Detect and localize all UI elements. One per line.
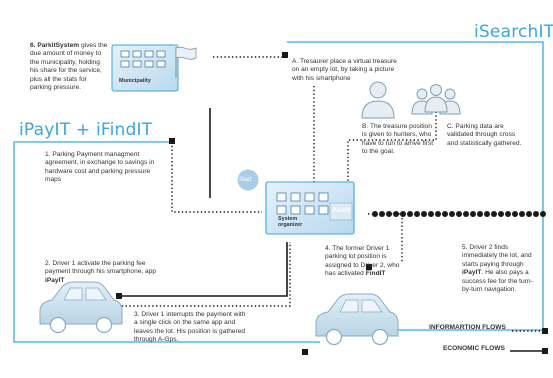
system-organizer-label: System organizer xyxy=(278,216,303,229)
terminal-square xyxy=(542,328,548,334)
municipality-label: Municipality xyxy=(119,78,151,84)
economic-flows xyxy=(118,108,544,352)
step-5-post: . He also pays a success fee for the tur… xyxy=(462,269,533,294)
driver1-car-icon xyxy=(39,281,123,334)
dot xyxy=(414,211,420,217)
dot xyxy=(421,211,427,217)
step-3-text: 3. Driver 1 interrupts the payment with … xyxy=(134,311,246,344)
hunters-crowd-icon xyxy=(411,84,461,115)
dot xyxy=(407,211,413,217)
step-5-pre: 5. Driver 2 finds immediately the lot, a… xyxy=(462,244,532,268)
dot xyxy=(512,211,518,217)
step-5-bold: iPayIT xyxy=(462,269,482,277)
dot xyxy=(505,211,511,217)
step-4-text: 4. The former Driver 1 parking lot posit… xyxy=(325,245,409,279)
isearchit-heading: iSearchIT xyxy=(474,22,553,42)
terminal-square xyxy=(366,264,372,270)
parkit-logo: ParkIt xyxy=(332,207,351,214)
terminal-square xyxy=(282,52,288,58)
step-a-text: A. Tresaurer place a virtual treasure on… xyxy=(292,58,397,82)
terminal-square xyxy=(542,348,548,354)
treasurer-person-icon xyxy=(361,81,395,119)
flow-ifindit-to-organizer xyxy=(171,142,262,213)
dot xyxy=(491,211,497,217)
dot xyxy=(442,211,448,217)
dot xyxy=(540,211,546,217)
flow-driver1-to-organizer xyxy=(118,242,291,307)
flow-terminals xyxy=(116,52,548,355)
dot xyxy=(435,211,441,217)
step-6-text: 6. ParkitSystem gives the due amount of … xyxy=(30,42,108,92)
dot xyxy=(400,211,406,217)
dot xyxy=(533,211,539,217)
dot xyxy=(477,211,483,217)
dot xyxy=(484,211,490,217)
dot xyxy=(456,211,462,217)
driver2-car-icon xyxy=(315,293,399,346)
step-5-text: 5. Driver 2 finds immediately the lot, a… xyxy=(462,244,540,294)
dot xyxy=(470,211,476,217)
step-2-text: 2. Driver 1 activate the parking fee pay… xyxy=(45,260,160,285)
flow-driver1-pay xyxy=(118,242,288,297)
step-4-rest: 4. The former Driver 1 parking lot posit… xyxy=(325,245,400,278)
dot xyxy=(526,211,532,217)
dot xyxy=(498,211,504,217)
dot xyxy=(386,211,392,217)
step-6-bold: 6. ParkitSystem xyxy=(30,42,80,49)
flow-crowd-to-organizer xyxy=(347,104,437,192)
step-6-rest: gives the due amount of money to the mun… xyxy=(30,42,108,92)
start-node xyxy=(237,169,259,191)
step-c-text: C. Parking data are validated through cr… xyxy=(447,123,522,147)
step-4-bold: FindIT xyxy=(365,270,386,278)
dot xyxy=(463,211,469,217)
step-b-text: B. The treasure position is given to hun… xyxy=(362,123,434,156)
dot xyxy=(372,211,378,217)
economic-flow-dots xyxy=(372,211,546,217)
dot xyxy=(449,211,455,217)
step-2-bold: iPayIT xyxy=(45,276,65,284)
start-label: Start xyxy=(239,177,252,183)
system-organizer-building-icon xyxy=(265,181,355,235)
terminal-square xyxy=(302,349,308,355)
terminal-square xyxy=(116,293,122,299)
legend-information-label: INFORMARTION FLOWS xyxy=(429,324,506,331)
ipayit-frame xyxy=(13,142,320,343)
municipality-building-icon xyxy=(111,44,197,92)
dot xyxy=(379,211,385,217)
ipayit-ifindit-heading: iPayIT + iFindIT xyxy=(19,120,153,140)
terminal-square xyxy=(169,138,175,144)
dot xyxy=(428,211,434,217)
dot xyxy=(519,211,525,217)
step-1-text: 1. Parking Payment managment agreement, … xyxy=(45,151,155,184)
legend-economic-label: ECONOMIC FLOWS xyxy=(443,345,505,352)
dot xyxy=(393,211,399,217)
isearchit-frame xyxy=(287,41,544,331)
flow-treasurer-to-organizer xyxy=(313,86,332,191)
step-2-rest: 2. Driver 1 activate the parking fee pay… xyxy=(45,260,157,276)
flow-organizer-to-driver2 xyxy=(368,213,403,262)
